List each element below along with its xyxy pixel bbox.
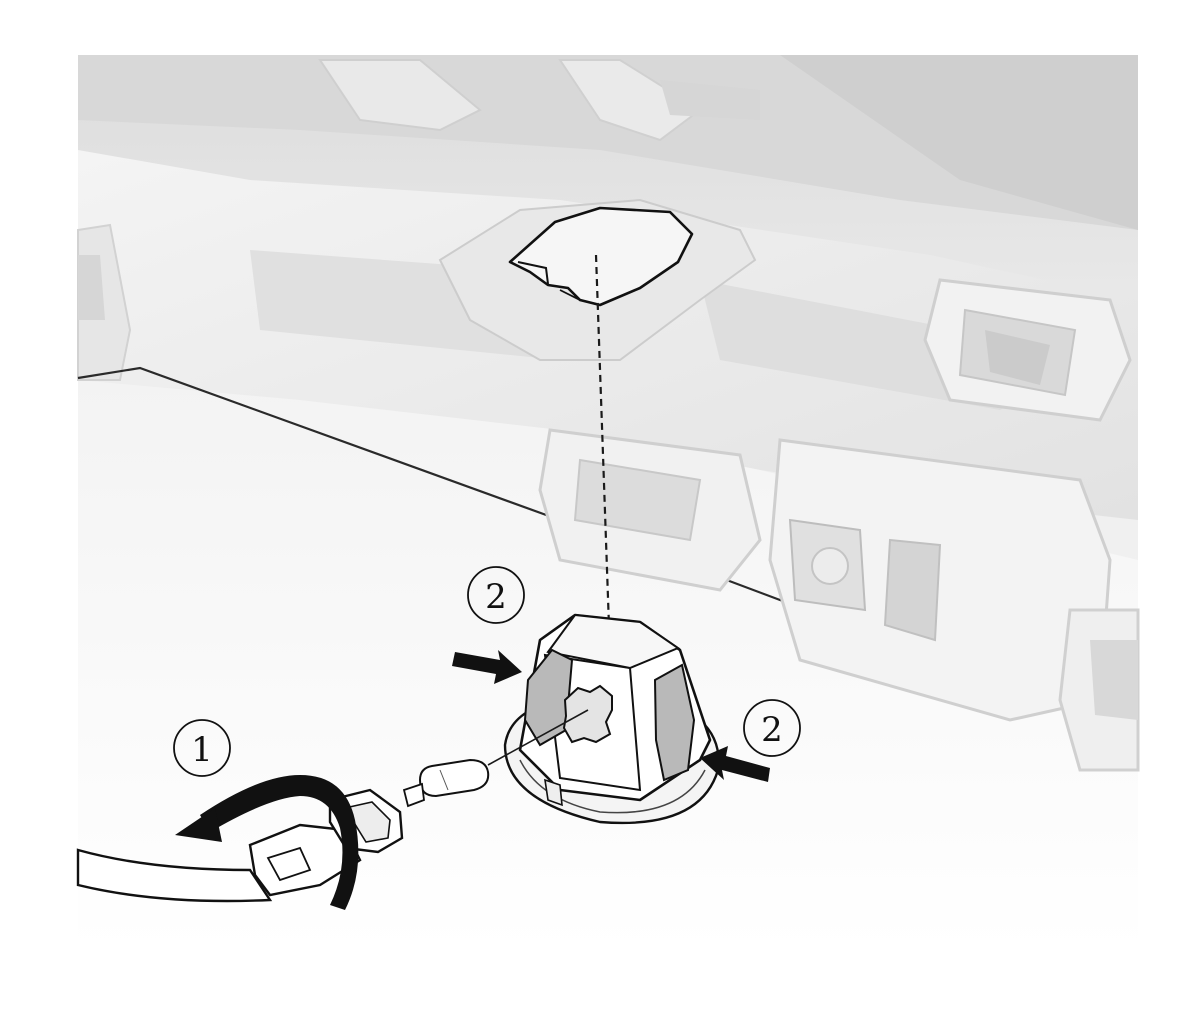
clip-housing-right <box>538 278 1140 772</box>
socket-connector <box>76 788 404 903</box>
bulb <box>402 709 589 808</box>
step-2-number-left: 2 <box>485 577 507 617</box>
step-2-label-left: 2 <box>467 566 525 624</box>
step-2-number-right: 2 <box>761 710 783 750</box>
step-2-label-right: 2 <box>743 699 801 757</box>
alignment-dashed-line <box>594 254 612 656</box>
arrow-right-icon <box>452 650 522 684</box>
step-1-number: 1 <box>191 730 213 770</box>
lamp-socket <box>503 613 720 825</box>
arrow-left-icon <box>700 746 770 782</box>
curved-arrow-icon <box>175 775 359 910</box>
step-1-label: 1 <box>173 719 231 777</box>
